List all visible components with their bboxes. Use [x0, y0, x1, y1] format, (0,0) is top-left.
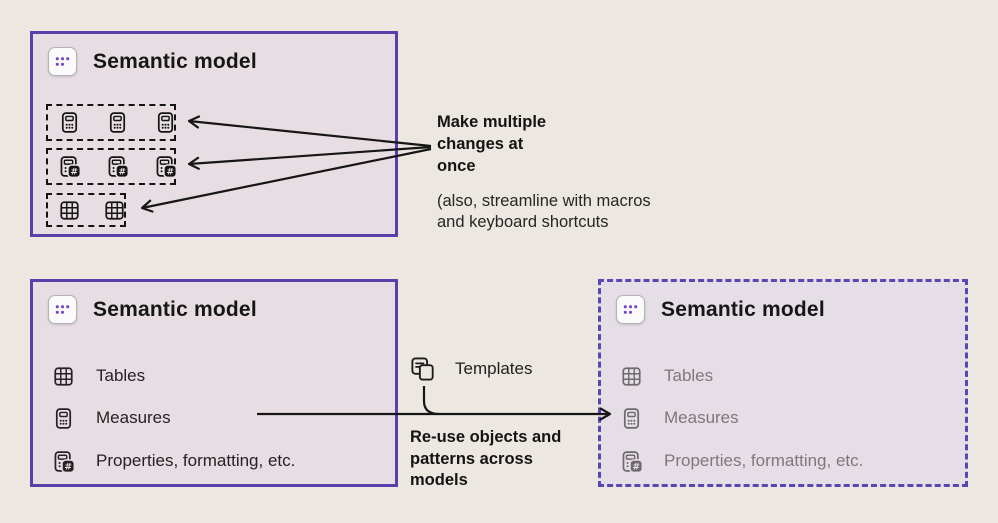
list-item-measures: Measures [52, 405, 171, 431]
item-label: Properties, formatting, etc. [96, 451, 296, 470]
tables-group [46, 193, 126, 227]
item-label: Measures [664, 408, 739, 427]
templates-connector [422, 386, 440, 416]
table-grid-icon [52, 365, 75, 388]
annotation-line: Make multiple [437, 113, 547, 131]
list-item-tables: Tables [620, 363, 713, 389]
item-label: Tables [664, 366, 714, 385]
panel-title: Semantic model [661, 297, 825, 321]
annotation-line: (also, streamline with macros [437, 192, 651, 210]
templates-row: Templates [409, 355, 532, 383]
measure-calculator-icon [58, 111, 81, 134]
measure-calculator-icon [52, 407, 75, 430]
annotation-line: changes at [437, 135, 524, 153]
annotation-line: models [410, 471, 468, 489]
measures-group [46, 104, 176, 141]
table-grid-icon [620, 365, 643, 388]
calculator-hash-icon [58, 155, 81, 178]
semantic-model-icon [48, 295, 77, 324]
item-label: Properties, formatting, etc. [664, 451, 864, 470]
panel-header: Semantic model [48, 295, 257, 324]
item-label: Tables [96, 366, 146, 385]
calculator-hash-icon [106, 155, 129, 178]
annotation-line: patterns across [410, 449, 533, 468]
item-label: Measures [96, 408, 171, 427]
semantic-model-icon [48, 47, 77, 76]
annotation-reuse-objects: Re-use objects and patterns across model… [410, 427, 561, 492]
semantic-model-panel-source: Semantic model Tables Measures Propertie… [30, 279, 398, 487]
calculator-hash-icon [620, 450, 643, 473]
panel-title: Semantic model [93, 49, 257, 73]
list-item-tables: Tables [52, 363, 145, 389]
list-item-properties: Properties, formatting, etc. [52, 448, 295, 474]
panel-header: Semantic model [48, 47, 257, 76]
annotation-line: and keyboard shortcuts [437, 213, 609, 231]
annotation-macros-note: (also, streamline with macros and keyboa… [437, 191, 651, 233]
calculator-hash-icon [154, 155, 177, 178]
measure-calculator-icon [154, 111, 177, 134]
table-grid-icon [58, 199, 81, 222]
table-grid-icon [103, 199, 126, 222]
templates-copy-icon [409, 355, 437, 383]
panel-header: Semantic model [616, 295, 825, 324]
templates-label: Templates [455, 359, 533, 378]
semantic-model-panel-top: Semantic model [30, 31, 398, 237]
list-item-measures: Measures [620, 405, 739, 431]
panel-title: Semantic model [93, 297, 257, 321]
measure-calculator-icon [620, 407, 643, 430]
calculator-hash-icon [52, 450, 75, 473]
annotation-line: once [437, 157, 476, 175]
properties-group [46, 148, 176, 185]
annotation-line: Re-use objects and [410, 428, 562, 446]
semantic-model-panel-target: Semantic model Tables Measures Propertie… [598, 279, 968, 487]
semantic-model-icon [616, 295, 645, 324]
annotation-make-multiple-changes: Make multiple changes at once [437, 111, 546, 177]
list-item-properties: Properties, formatting, etc. [620, 448, 863, 474]
measure-calculator-icon [106, 111, 129, 134]
